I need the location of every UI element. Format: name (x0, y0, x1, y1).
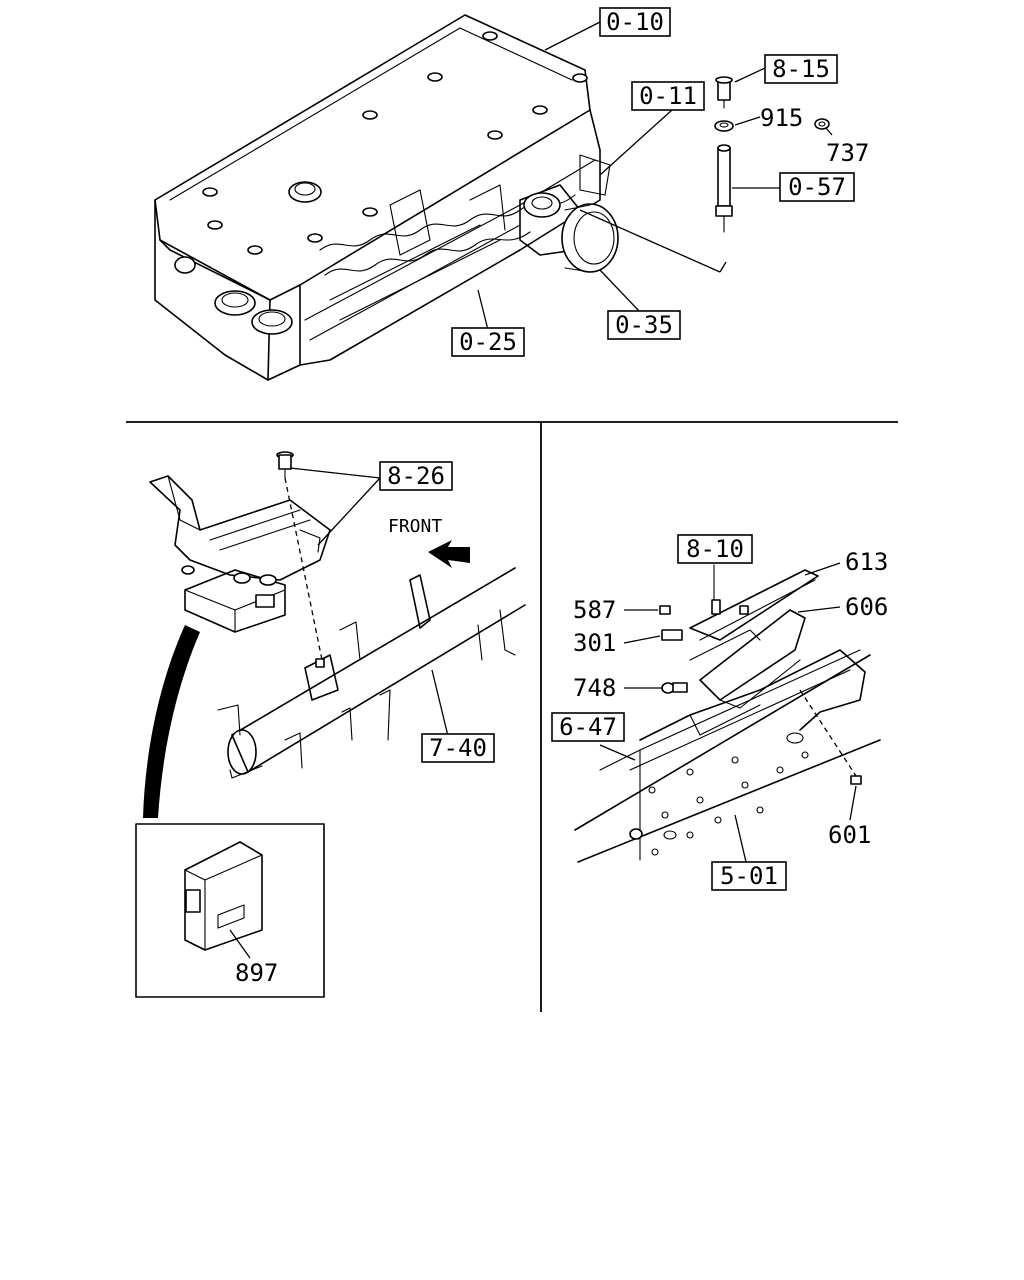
bracket-606-drawing (699, 609, 806, 709)
right-leader-lines (599, 562, 857, 863)
callout-748: 748 (573, 674, 616, 702)
callout-0-10: 0-10 (599, 7, 671, 37)
cover-bolts (202, 31, 588, 255)
svg-text:6-47: 6-47 (559, 713, 617, 741)
frame-holes (648, 751, 809, 856)
callout-5-01: 5-01 (711, 861, 787, 891)
front-label: FRONT (388, 516, 442, 537)
callout-915: 915 (760, 104, 803, 132)
frame-side-rail-drawing (574, 649, 881, 863)
bolt-install-path (284, 477, 323, 661)
bolt-587-drawing (659, 605, 671, 615)
ecu-detail-box (135, 823, 325, 998)
svg-text:8-26: 8-26 (387, 462, 445, 490)
callout-8-10: 8-10 (677, 534, 753, 564)
callout-737: 737 (826, 139, 869, 167)
ecu-module-drawing (184, 841, 263, 951)
callout-897: 897 (235, 959, 278, 987)
left-leader-lines (289, 467, 449, 737)
front-arrow-icon (428, 540, 470, 568)
control-unit-bracket-drawing (149, 475, 331, 633)
svg-text:0-57: 0-57 (788, 173, 846, 201)
nut-601-drawing (850, 775, 862, 785)
svg-text:7-40: 7-40 (429, 734, 487, 762)
callout-7-40: 7-40 (421, 733, 495, 763)
bolt-301-drawing (661, 629, 683, 641)
callout-0-11: 0-11 (631, 81, 705, 111)
svg-text:0-35: 0-35 (615, 311, 673, 339)
callout-587: 587 (573, 596, 616, 624)
top-leader-lines (477, 21, 833, 331)
callout-0-35: 0-35 (607, 310, 681, 340)
callout-6-47: 6-47 (551, 712, 625, 742)
washer-737-drawing (814, 118, 830, 130)
svg-text:0-25: 0-25 (459, 328, 517, 356)
callout-0-57: 0-57 (779, 172, 855, 202)
washer-915-drawing (714, 120, 734, 132)
callout-8-15: 8-15 (764, 54, 838, 84)
callout-613: 613 (845, 548, 888, 576)
svg-text:0-11: 0-11 (639, 82, 697, 110)
callout-301: 301 (573, 629, 616, 657)
relay-613-drawing (689, 569, 819, 661)
bolt-748-drawing (661, 682, 688, 694)
leader-897 (229, 929, 251, 959)
cross-member-drawing (217, 567, 526, 779)
callout-0-25: 0-25 (451, 327, 525, 357)
svg-text:8-15: 8-15 (772, 55, 830, 83)
nut-install-path (799, 689, 857, 777)
callout-8-26: 8-26 (379, 461, 453, 491)
callout-601: 601 (828, 821, 871, 849)
bolt-8-15-drawing (715, 76, 733, 109)
detail-pointer-icon (143, 625, 200, 818)
callout-606: 606 (845, 593, 888, 621)
engine-cylinder-head-drawing (154, 14, 619, 381)
svg-text:5-01: 5-01 (720, 862, 778, 890)
svg-text:0-10: 0-10 (606, 8, 664, 36)
bolt-8-26-drawing (276, 451, 294, 479)
stud-bolt-0-57-drawing (715, 144, 733, 233)
svg-text:8-10: 8-10 (686, 535, 744, 563)
